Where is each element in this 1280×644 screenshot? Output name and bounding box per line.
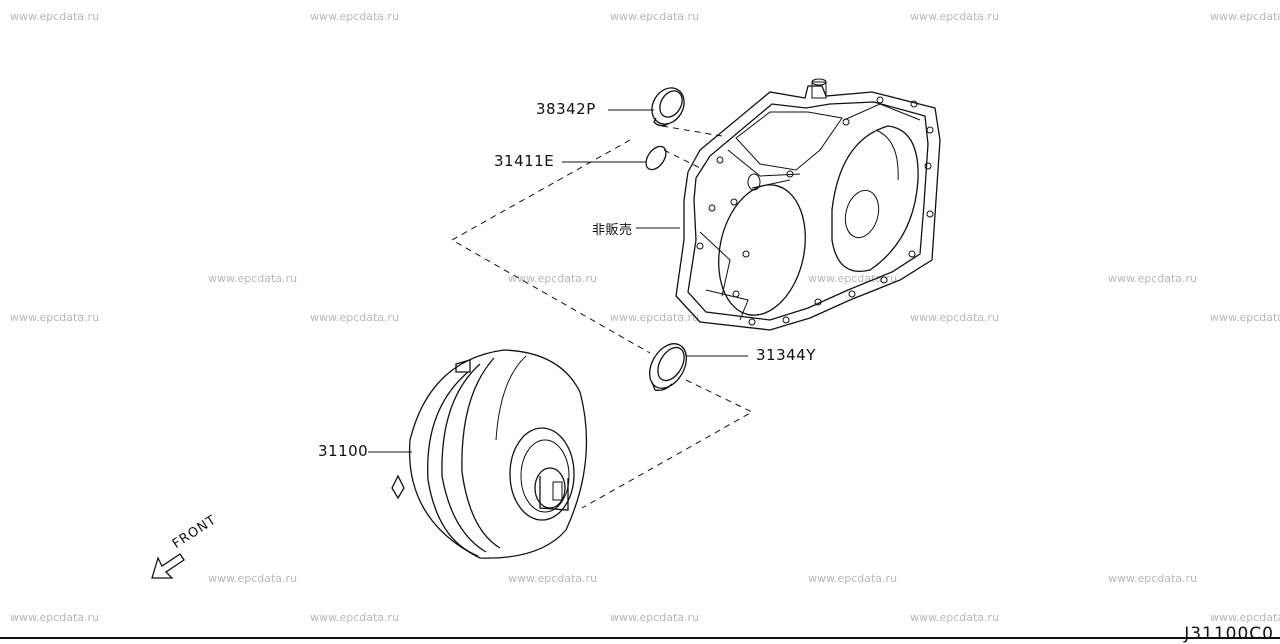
- watermark: www.epcdata.ru: [310, 311, 400, 324]
- watermark: www.epcdata.ru: [1210, 10, 1280, 23]
- front-arrow-icon: [151, 553, 185, 579]
- watermark: www.epcdata.ru: [1108, 272, 1198, 285]
- watermark: www.epcdata.ru: [310, 611, 400, 624]
- part-label-38342p[interactable]: 38342P: [536, 100, 596, 118]
- watermark: www.epcdata.ru: [808, 572, 898, 585]
- watermark: www.epcdata.ru: [910, 611, 1000, 624]
- watermark: www.epcdata.ru: [610, 10, 700, 23]
- torque-converter-31100: [391, 349, 588, 559]
- watermark: www.epcdata.ru: [1210, 311, 1280, 324]
- watermark: www.epcdata.ru: [610, 611, 700, 624]
- part-label-31344y[interactable]: 31344Y: [756, 346, 816, 364]
- watermark: www.epcdata.ru: [808, 272, 898, 285]
- part-label-31411e[interactable]: 31411E: [494, 152, 555, 170]
- part-label-31100[interactable]: 31100: [318, 442, 369, 460]
- watermark: www.epcdata.ru: [208, 572, 298, 585]
- watermark: www.epcdata.ru: [310, 10, 400, 23]
- watermark: www.epcdata.ru: [10, 611, 100, 624]
- watermark: www.epcdata.ru: [610, 311, 700, 324]
- seal-38342p: [651, 87, 685, 127]
- watermark: www.epcdata.ru: [910, 10, 1000, 23]
- watermark: www.epcdata.ru: [1108, 572, 1198, 585]
- assembly-guide-lines: [450, 125, 754, 509]
- oil-seal-31344y: [649, 343, 687, 392]
- diagram-code: J31100C0: [1184, 624, 1274, 644]
- watermark: www.epcdata.ru: [1210, 611, 1280, 624]
- watermark: www.epcdata.ru: [508, 572, 598, 585]
- watermark: www.epcdata.ru: [10, 311, 100, 324]
- transaxle-case: [675, 78, 941, 331]
- leader-lines: [368, 109, 748, 453]
- watermark: www.epcdata.ru: [10, 10, 100, 23]
- watermark: www.epcdata.ru: [208, 272, 298, 285]
- watermark: www.epcdata.ru: [508, 272, 598, 285]
- o-ring-31411e: [645, 145, 667, 171]
- watermark: www.epcdata.ru: [910, 311, 1000, 324]
- part-label-not-for-sale: 非販売: [592, 223, 633, 238]
